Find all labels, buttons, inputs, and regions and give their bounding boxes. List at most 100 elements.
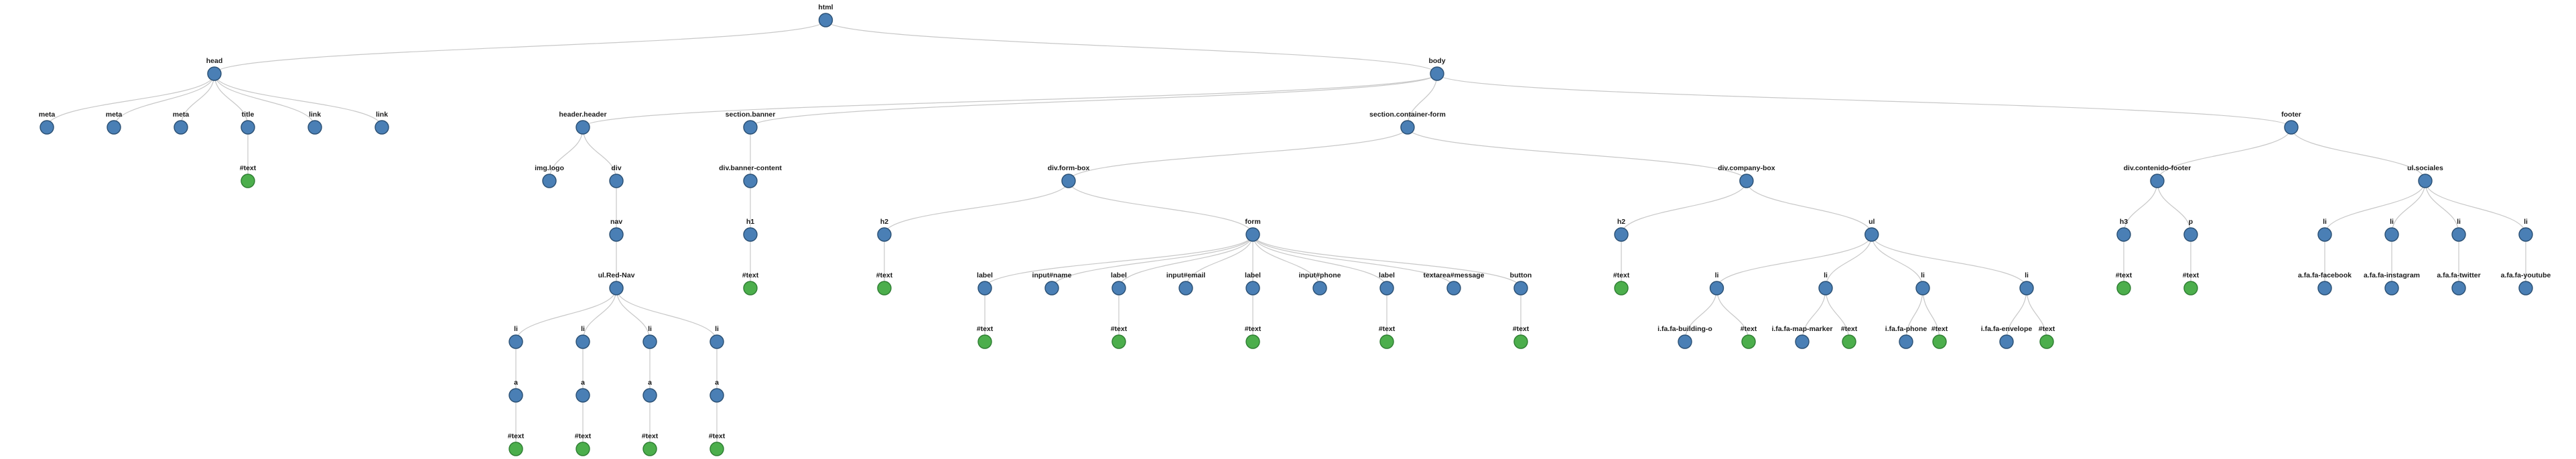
element-node-circle [174,120,188,135]
element-node-circle [709,388,724,403]
tree-edge [2425,180,2526,235]
element-node-circle [877,227,892,242]
element-node-circle [1678,334,1692,349]
node-label: li [2323,218,2327,226]
node-label: #text [1513,325,1530,333]
node-label: #text [977,325,994,333]
element-node-circle [642,334,657,349]
node-label: h1 [746,218,754,226]
text-node-circle [877,281,892,296]
tree-node-li: li [1709,271,1724,296]
element-node-circle [2384,227,2399,242]
tree-edge [2006,287,2027,342]
tree-node-meta: meta [39,111,55,135]
tree-node-ul: ul [1865,218,1879,242]
tree-node-div-banner-content: div.banner-content [719,164,782,188]
node-label: label [1111,271,1127,279]
text-node-circle [1379,334,1394,349]
tree-node-button: button [1510,271,1532,296]
element-node-circle [1061,174,1076,188]
tree-node-text: #text [1931,325,1948,349]
tree-edge [582,287,617,342]
text-node-circle [1842,334,1856,349]
node-label: li [2524,218,2528,226]
node-label: h2 [880,218,888,226]
tree-node-li: li [1915,271,1930,296]
node-label: #text [1245,325,1262,333]
element-node-circle [1709,281,1724,296]
tree-node-h3: h3 [2116,218,2131,242]
text-node-circle [1513,334,1528,349]
element-node-circle [1245,281,1260,296]
node-label: li [648,325,652,333]
node-label: i.fa.fa-map-marker [1771,325,1832,333]
node-label: div.company-box [1718,164,1775,172]
tree-edge [1621,180,1747,235]
tree-node-i-fa-fa-phone: i.fa.fa-phone [1885,325,1927,349]
node-label: li [1824,271,1828,279]
tree-node-label: label [1379,271,1395,296]
tree-node-title: title [241,111,255,135]
tree-edge [1922,287,1940,342]
element-node-circle [2317,227,2332,242]
tree-node-li: li [1818,271,1833,296]
node-label: label [1379,271,1395,279]
node-label: a.fa.fa-instagram [2364,271,2420,279]
node-label: meta [173,111,190,119]
tree-node-text: #text [1513,325,1530,349]
element-node-circle [1178,281,1193,296]
node-label: li [514,325,518,333]
tree-node-a-fa-fa-facebook: a.fa.fa-facebook [2298,271,2352,296]
element-node-circle [1614,227,1629,242]
tree-node-label: label [977,271,993,296]
tree-edge [2157,127,2292,182]
node-label: label [1245,271,1261,279]
tree-node-h2: h2 [877,218,892,242]
node-label: a.fa.fa-facebook [2298,271,2352,279]
tree-node-text: #text [876,271,893,296]
element-node-circle [2284,120,2299,135]
tree-edge [1407,73,1438,128]
node-label: a [581,379,585,387]
node-label: img.logo [535,164,564,172]
tree-edge [616,287,718,342]
node-label: div.contenido-footer [2124,164,2191,172]
tree-edge [884,180,1069,235]
element-node-circle [1379,281,1394,296]
node-label: ul [1869,218,1875,226]
element-node-circle [743,120,758,135]
tree-edge [549,127,584,182]
tree-node-text: #text [1111,325,1128,349]
node-label: title [242,111,255,119]
tree-node-nav: nav [609,218,624,242]
tree-edge [1905,287,1923,342]
node-label: li [2457,218,2461,226]
element-node-circle [1111,281,1126,296]
tree-node-a: a [642,379,657,403]
tree-node-li: li [575,325,590,349]
tree-edge [2425,180,2459,235]
element-node-circle [1865,227,1879,242]
node-label: #text [709,432,726,440]
node-label: li [581,325,585,333]
element-node-circle [1446,281,1461,296]
tree-edge [2026,287,2047,342]
text-node-circle [1741,334,1756,349]
element-node-circle [1818,281,1833,296]
tree-node-text: #text [1245,325,1262,349]
tree-node-img-logo: img.logo [535,164,564,188]
element-node-circle [241,120,255,135]
tree-node-li: li [2019,271,2034,296]
tree-node-text: #text [1841,325,1858,349]
tree-node-link: link [375,111,389,135]
tree-node-text: #text [1379,325,1396,349]
node-label: a [514,379,518,387]
element-node-circle [107,120,121,135]
node-label: input#name [1032,271,1072,279]
edges-layer [46,19,2526,449]
tree-node-div-form-box: div.form-box [1048,164,1090,188]
element-node-circle [2183,227,2198,242]
node-label: i.fa.fa-building-o [1657,325,1712,333]
node-label: section.container-form [1369,111,1446,119]
node-label: body [1428,57,1445,65]
